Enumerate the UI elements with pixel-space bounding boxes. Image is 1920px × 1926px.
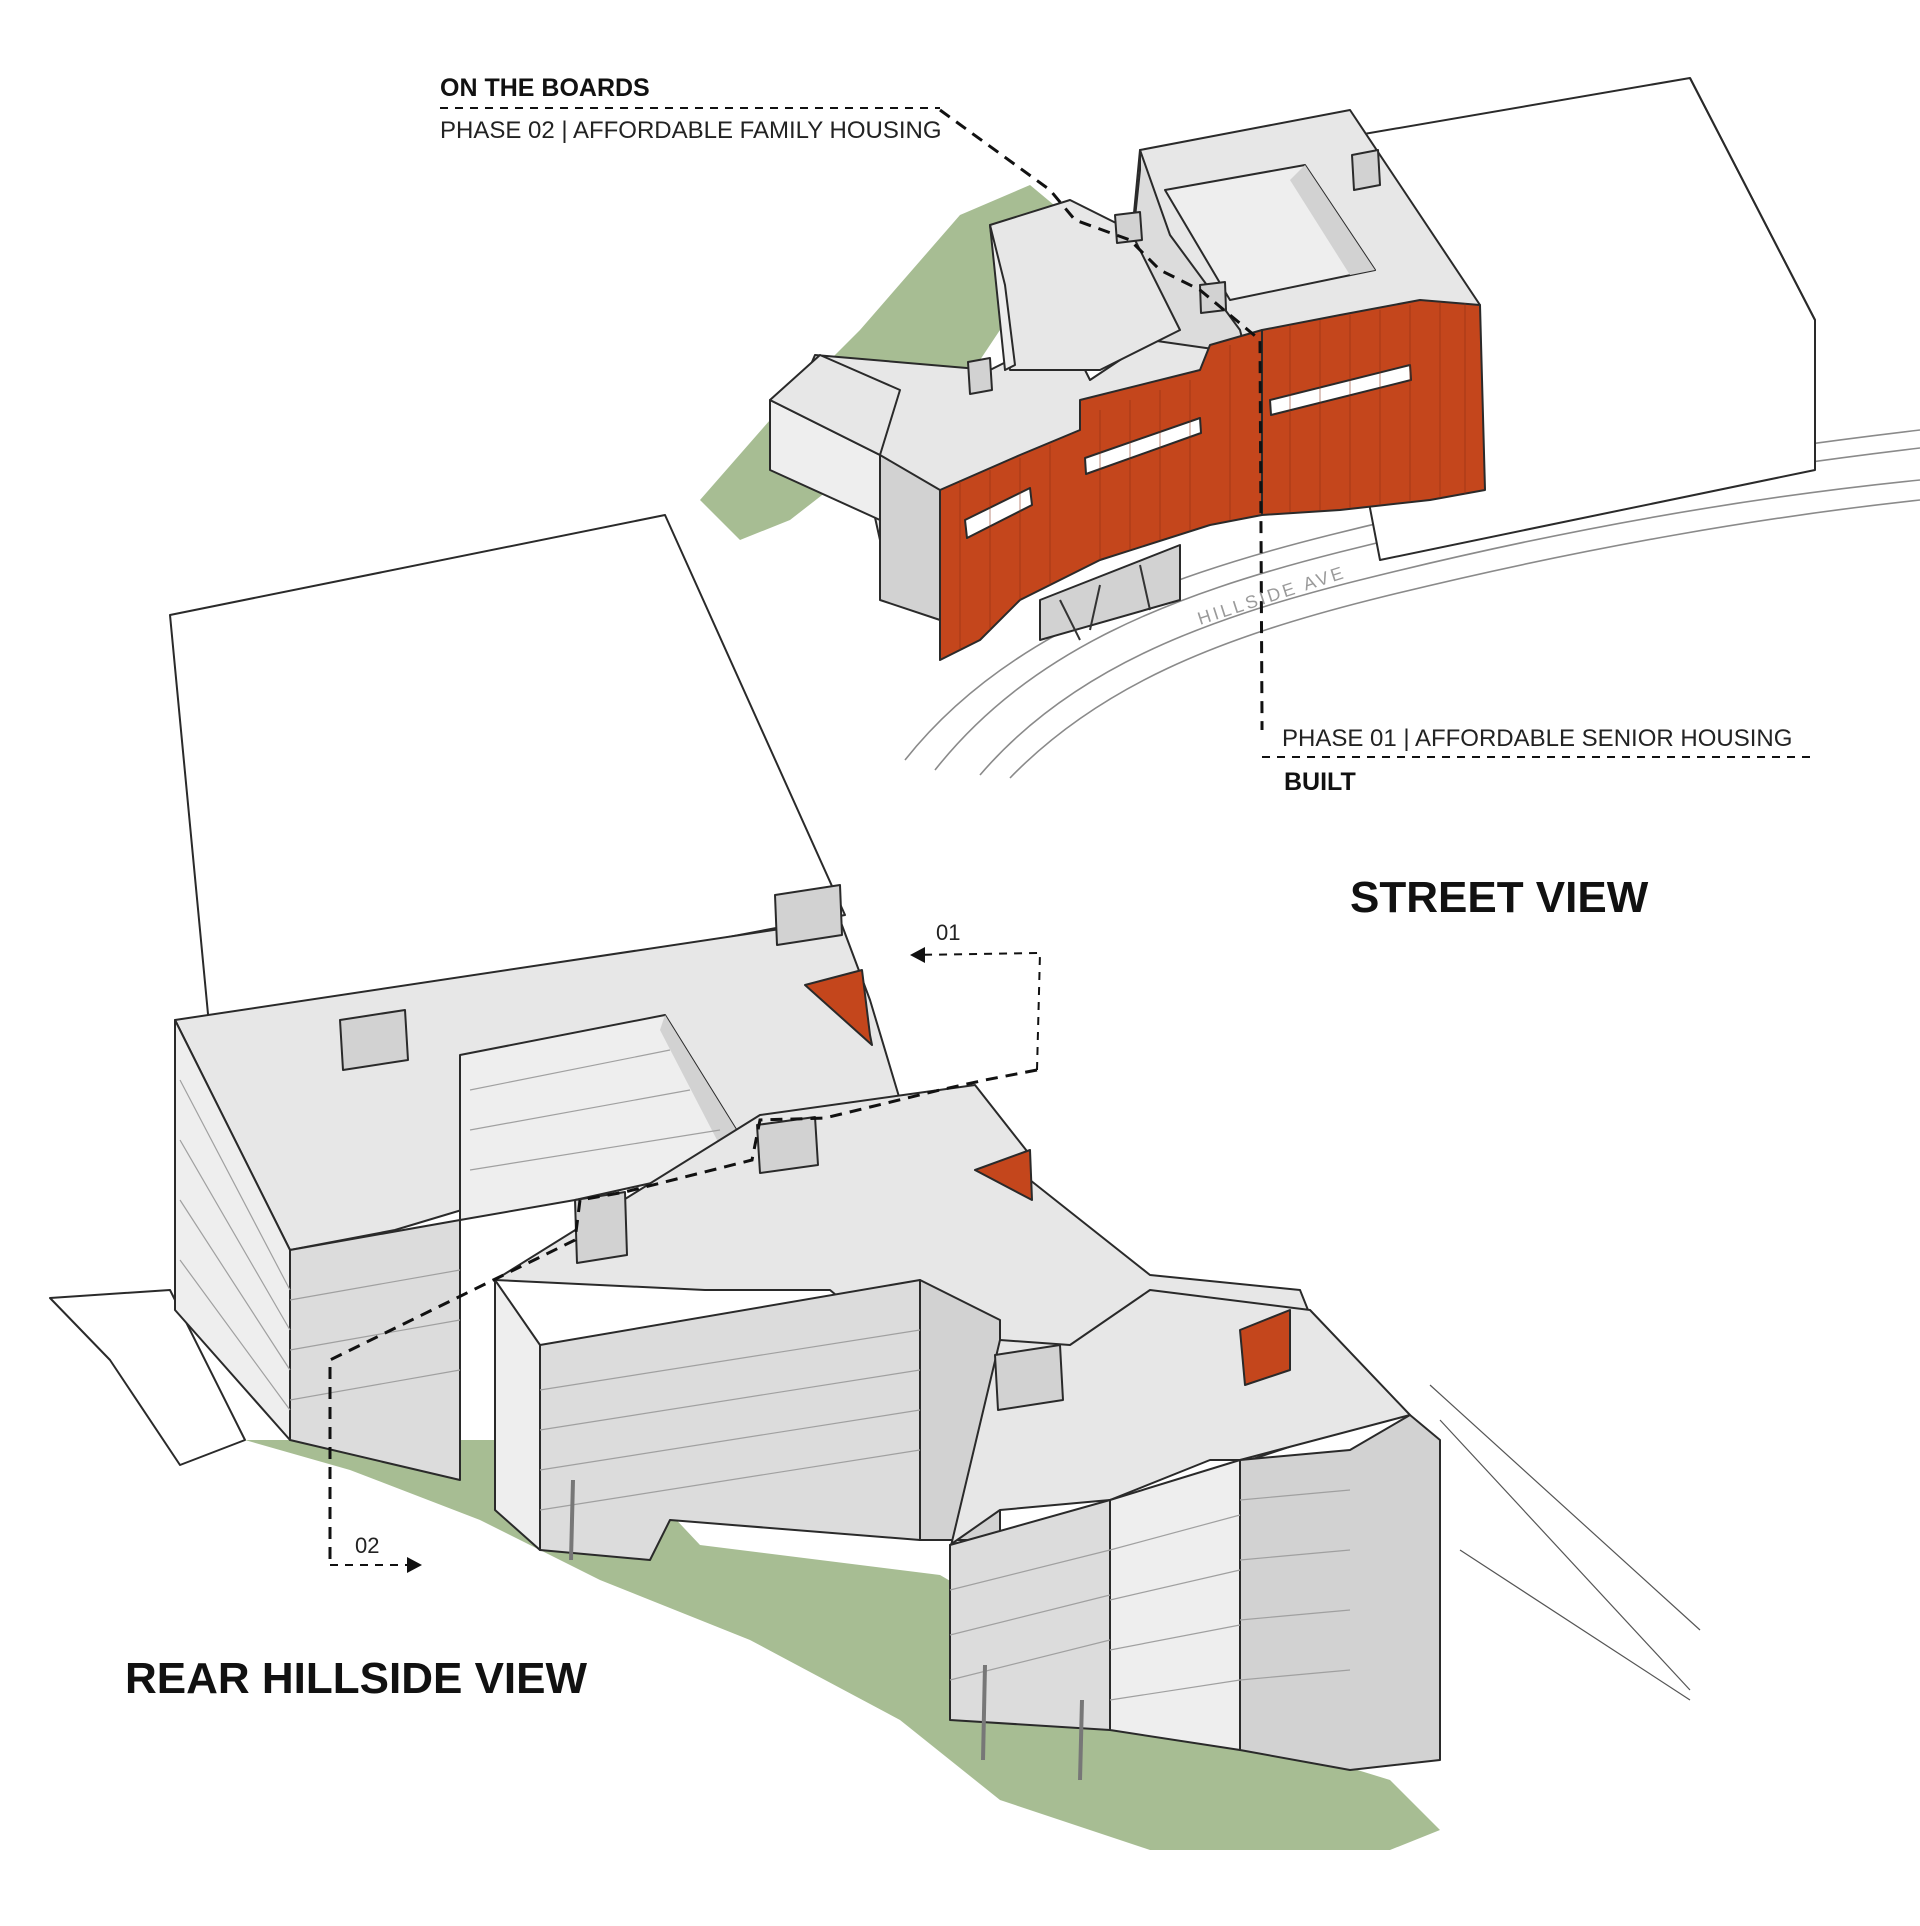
neighbor-building-left bbox=[169, 514, 846, 1036]
street-name-label: HILLSIDE AVE bbox=[1195, 562, 1348, 629]
rear-right-block bbox=[949, 1289, 1441, 1781]
rooftop-unit bbox=[774, 884, 843, 946]
rooftop-unit bbox=[339, 1009, 409, 1071]
terracotta-facade bbox=[939, 299, 1486, 661]
rear-phase-divider bbox=[328, 1068, 1038, 1565]
phase02-label: PHASE 02 | AFFORDABLE FAMILY HOUSING bbox=[440, 117, 942, 144]
rear-left-block bbox=[174, 884, 901, 1481]
section-01-label: 01 bbox=[936, 920, 960, 945]
rear-hillside-drawing bbox=[49, 514, 1701, 1850]
built-label: BUILT bbox=[1284, 768, 1356, 796]
rear-hillside-view-title: REAR HILLSIDE VIEW bbox=[125, 1654, 587, 1703]
rear-ground-strip bbox=[49, 1289, 246, 1466]
section-marker-01 bbox=[910, 947, 1042, 1071]
section-marker-02 bbox=[330, 1557, 422, 1573]
rear-road bbox=[1429, 1384, 1701, 1701]
street-view-title: STREET VIEW bbox=[1350, 873, 1649, 922]
phase-divider-line bbox=[939, 108, 1264, 730]
street-view-drawing bbox=[700, 77, 1920, 779]
phase01-label: PHASE 01 | AFFORDABLE SENIOR HOUSING bbox=[1282, 725, 1792, 752]
section-02-label: 02 bbox=[355, 1533, 379, 1558]
on-the-boards-label: ON THE BOARDS bbox=[440, 74, 650, 102]
